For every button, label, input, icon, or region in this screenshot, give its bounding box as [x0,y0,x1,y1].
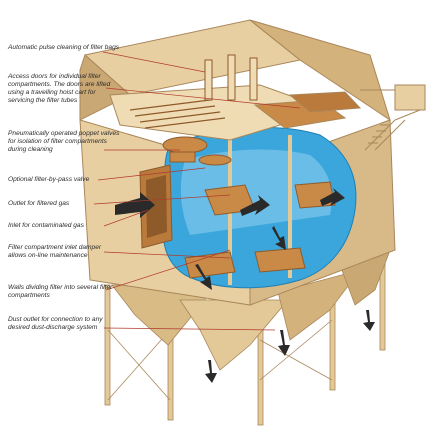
callout-leader-lines [93,51,301,331]
callout-inlet-damper: Filter compartment inlet damper allows o… [8,244,102,259]
callout-outlet: Outlet for filtered gas [8,200,70,207]
callout-dividing-walls: Walls dividing filter into several filte… [8,284,113,299]
gas-flow-arrows [115,188,375,383]
poppet-valves-graphic [162,136,232,166]
inlet-opening [146,175,167,238]
dust-hoppers [111,244,393,371]
callout-pulse-cleaning: Automatic pulse cleaning of filter bags [8,44,120,51]
callout-dust-outlet: Dust outlet for connection to any desire… [8,316,103,331]
pulse-pipes [204,54,258,101]
callout-poppet-valves: Pneumatically operated poppet valves for… [8,130,120,153]
compartment-dampers [184,181,336,279]
callout-inlet: Inlet for contaminated gas [8,222,84,229]
filter-bag-rows [129,99,226,129]
roof-eave [79,54,131,121]
access-staircase [360,84,426,151]
access-doors-graphic [253,91,362,129]
callout-bypass-valve: Optional filter-by-pass valve [8,176,90,183]
callout-access-doors: Access doors for individual filter compa… [8,73,111,104]
roof-right [249,19,391,122]
